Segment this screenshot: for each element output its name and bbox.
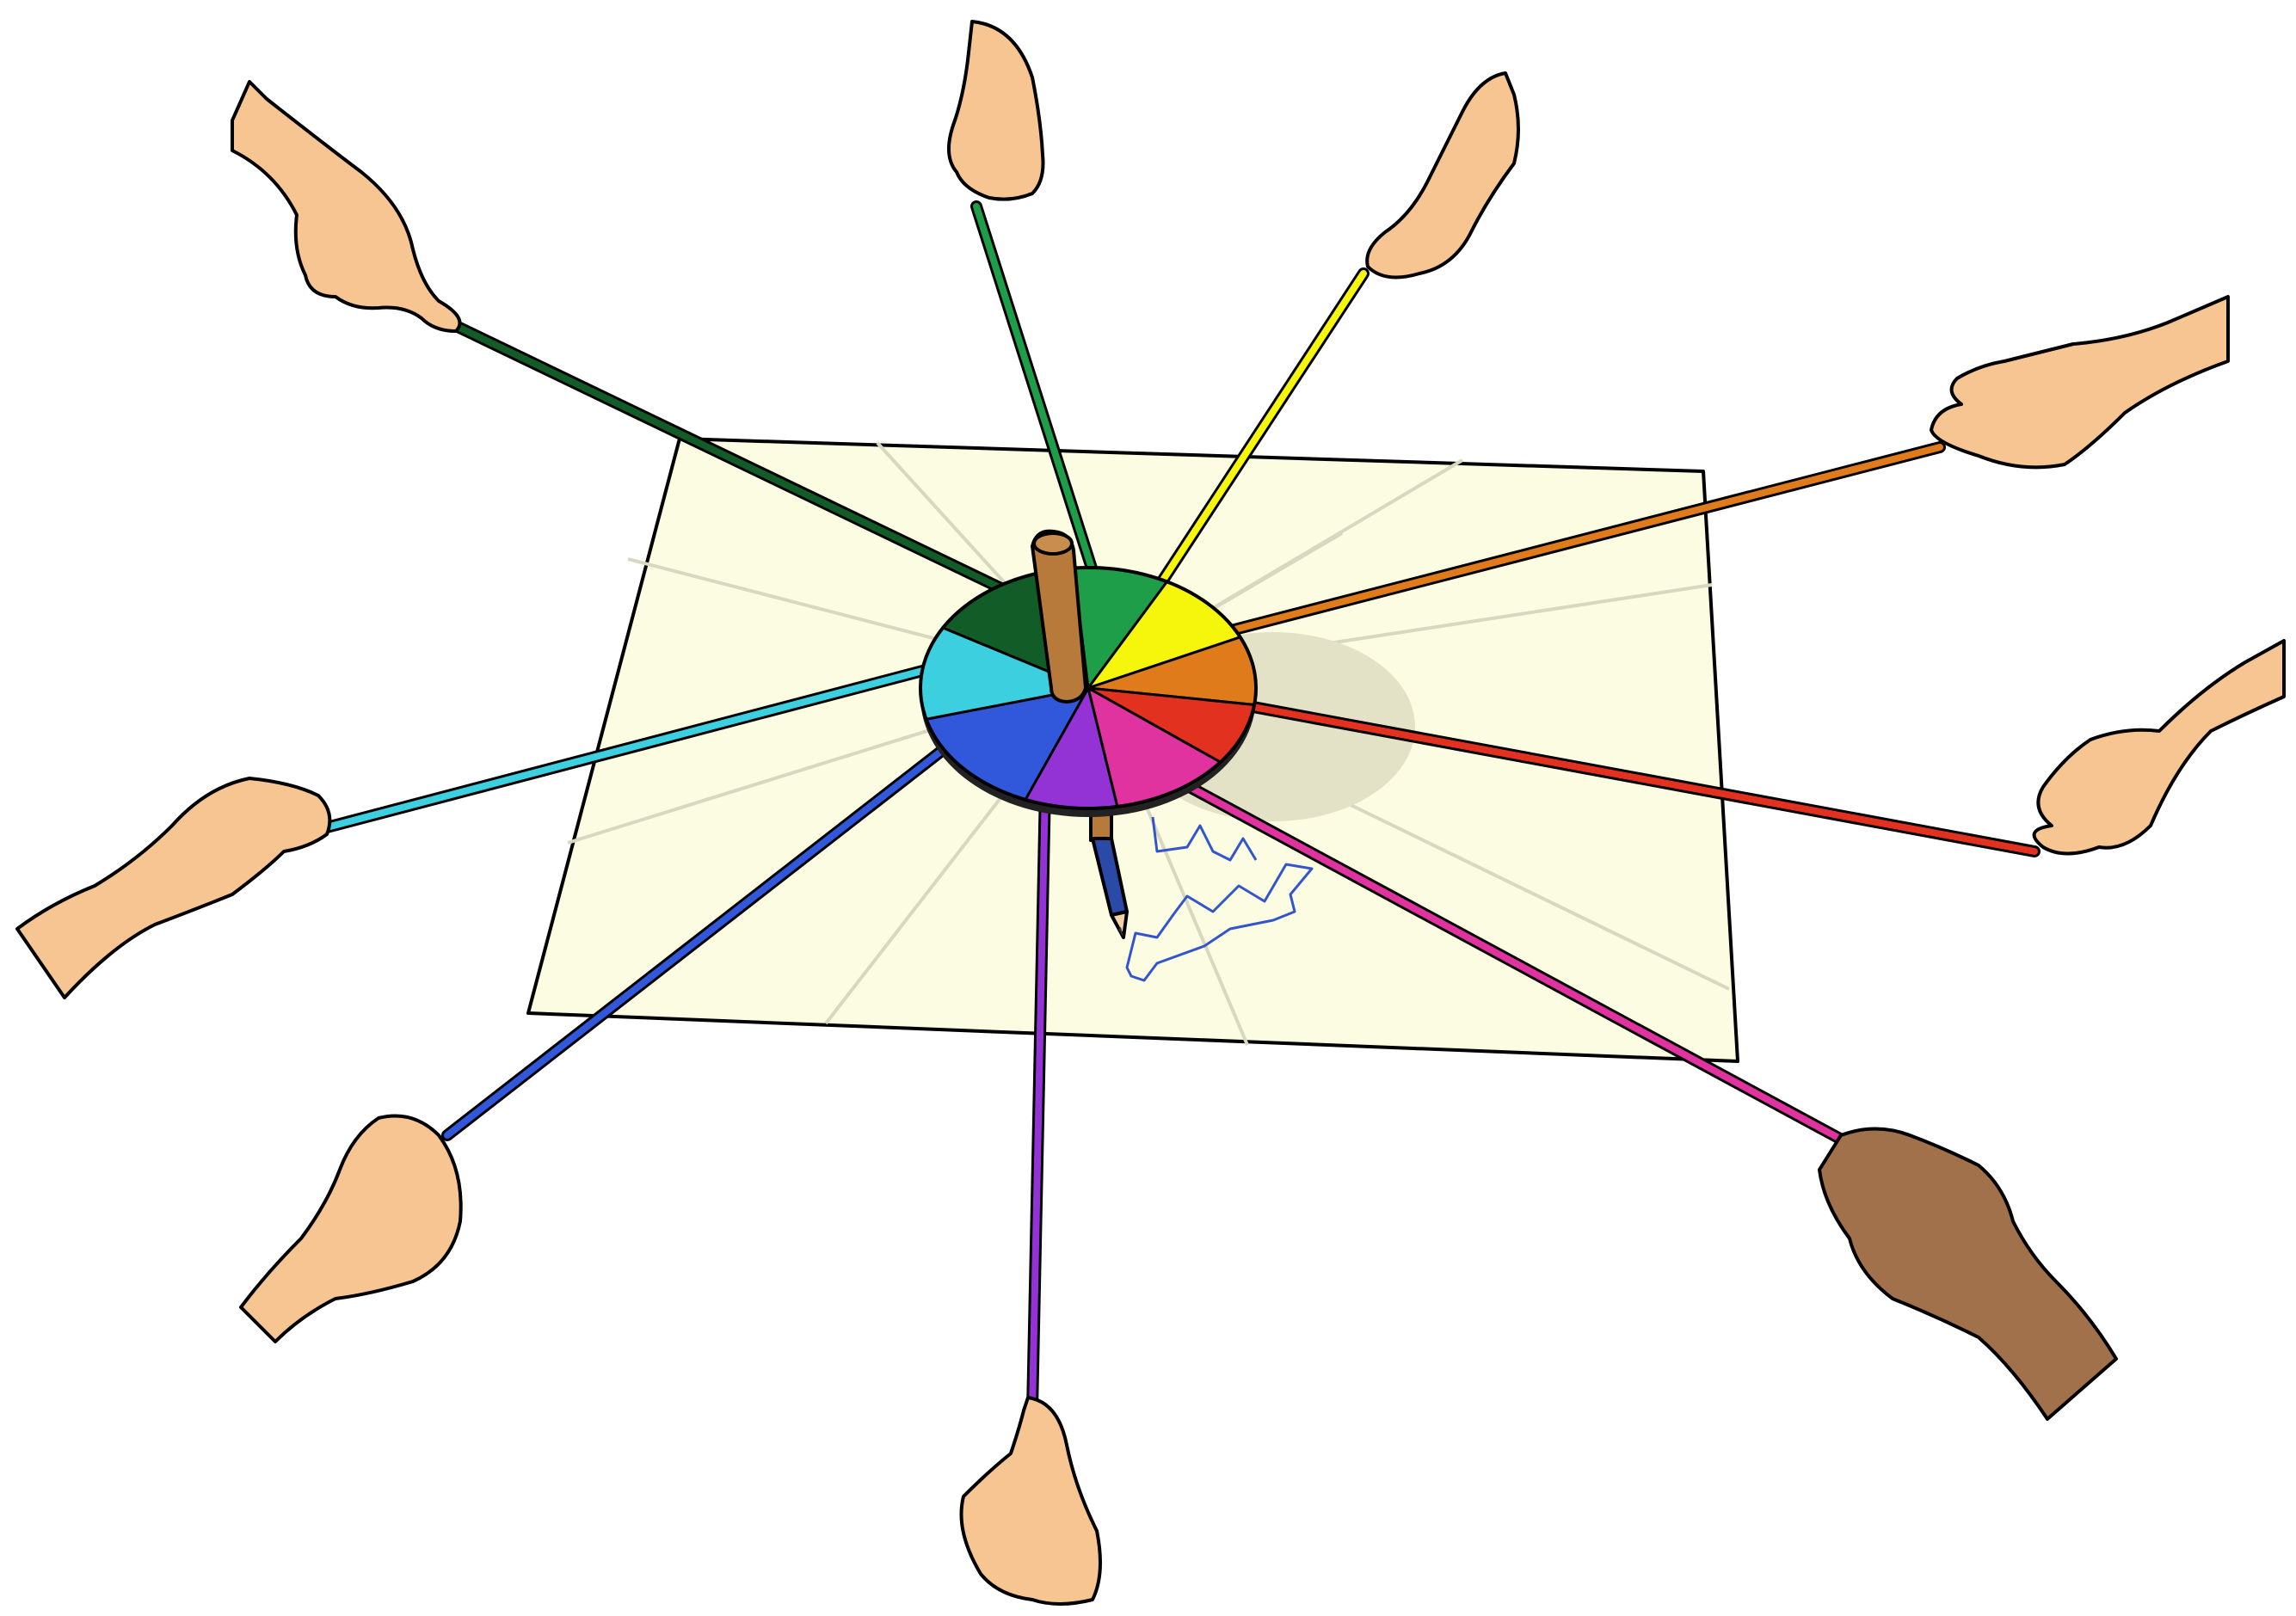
hands-group (15, 20, 2286, 1606)
hand-purple-stick (959, 1396, 1102, 1606)
stick-cyan[interactable] (321, 663, 935, 833)
hand-green-stick (946, 20, 1045, 201)
hand-orange-stick (1930, 295, 2230, 470)
center-post (1031, 529, 1087, 704)
hand-dark-green-stick (231, 80, 462, 333)
stick-dark-green[interactable] (448, 319, 1014, 598)
stick-blue[interactable] (441, 738, 957, 1141)
drawn-scribble (1125, 816, 1314, 982)
pencil (1089, 811, 1129, 939)
hand-magenta-stick (1818, 1127, 2118, 1421)
sticks-group (321, 200, 2041, 1416)
stick-yellow[interactable] (1151, 267, 1370, 595)
hand-yellow-stick (1365, 71, 1520, 280)
spinner-rim (919, 566, 1258, 810)
stick-purple[interactable] (1026, 781, 1051, 1416)
stick-green[interactable] (970, 200, 1100, 582)
hand-cyan-stick (15, 777, 332, 999)
color-wheel-spinner (919, 566, 1258, 817)
stick-red[interactable] (1228, 697, 2041, 857)
hand-blue-stick (239, 1114, 463, 1343)
stick-magenta[interactable] (1160, 768, 1856, 1150)
stick-orange[interactable] (1209, 441, 1946, 641)
hand-red-stick (2032, 639, 2286, 856)
